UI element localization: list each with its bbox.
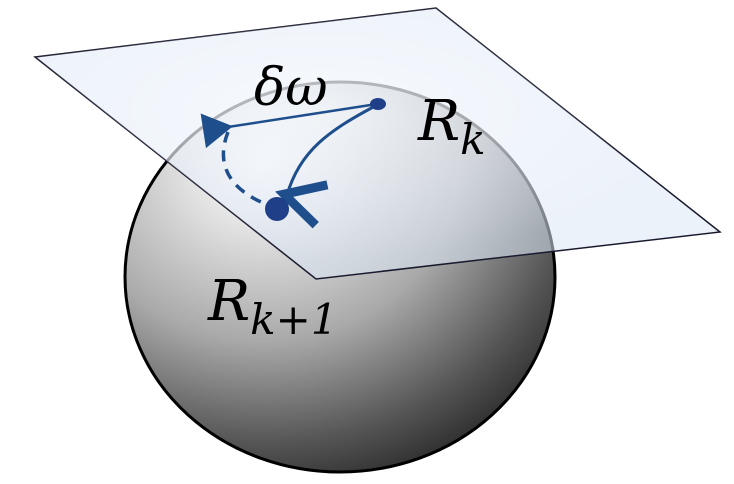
retraction-dashed-path (221, 131, 269, 207)
tangent-vector-arrow (200, 102, 378, 149)
point-r-k (370, 98, 386, 110)
point-r-k-plus-1 (265, 197, 289, 221)
r-k-label-subscript: k (460, 115, 485, 164)
r-k-label-base: R (417, 89, 460, 154)
r-k-plus-1-label: Rk+1 (207, 269, 338, 344)
r-k-label: Rk (417, 89, 486, 164)
tangent-plane-glow (35, 8, 720, 279)
geodesic-curve-arrow (287, 103, 378, 195)
delta-omega-label: δω (254, 58, 328, 118)
r-k-plus-1-label-base: R (207, 269, 250, 334)
r-k-plus-1-label-subscript: k+1 (250, 295, 337, 344)
